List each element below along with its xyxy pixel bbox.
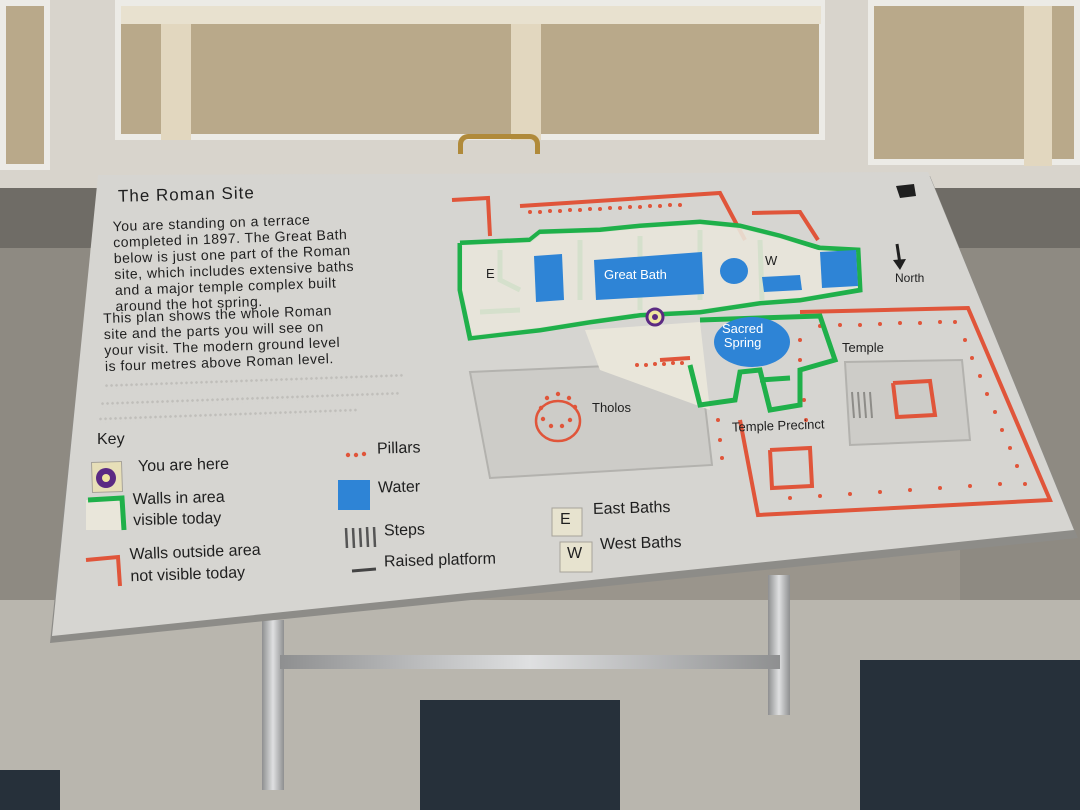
key-you-are-here: You are here (137, 455, 230, 476)
map-label-north: North (895, 271, 925, 285)
water-areas (534, 250, 858, 367)
stand-leg (768, 575, 790, 715)
floor-tile (860, 660, 1080, 810)
logo-icon (896, 184, 916, 198)
key-symbols (85, 451, 593, 587)
key-steps: Steps (383, 521, 426, 540)
window-pane-right (868, 0, 1080, 166)
stand-bar (280, 655, 780, 669)
key-east-baths-letter: E (560, 511, 571, 528)
plan-paragraph: This plan shows the whole Roman site and… (102, 302, 341, 375)
key-walls-outside: Walls outside area not visible today (129, 541, 261, 586)
window-pane-center (115, 0, 825, 140)
window-pane-left (0, 0, 50, 170)
key-pillars: Pillars (376, 439, 421, 458)
key-east-baths: East Baths (592, 498, 671, 519)
map-label-west: W (765, 253, 778, 268)
floor-tile (420, 700, 620, 810)
key-walls-visible: Walls in area visible today (132, 488, 225, 530)
window-handle (458, 134, 540, 154)
sign-title: The Roman Site (117, 183, 256, 206)
stand-leg (262, 620, 284, 790)
floor-tile (0, 770, 60, 810)
map-label-tholos: Tholos (592, 400, 632, 415)
map-label-sacred-spring: Sacred Spring (722, 321, 764, 350)
key-west-baths-letter: W (567, 545, 583, 562)
map-label-temple: Temple (842, 340, 884, 355)
steps-glyph (851, 391, 873, 419)
north-arrow (893, 243, 906, 270)
map-label-great-bath: Great Bath (604, 267, 667, 282)
key-raised-platform: Raised platform (383, 550, 497, 571)
key-water: Water (377, 478, 421, 497)
key-west-baths: West Baths (599, 533, 682, 554)
intro-paragraph: You are standing on a terrace completed … (112, 211, 355, 315)
map-label-east: E (486, 266, 495, 281)
key-title: Key (97, 431, 125, 448)
